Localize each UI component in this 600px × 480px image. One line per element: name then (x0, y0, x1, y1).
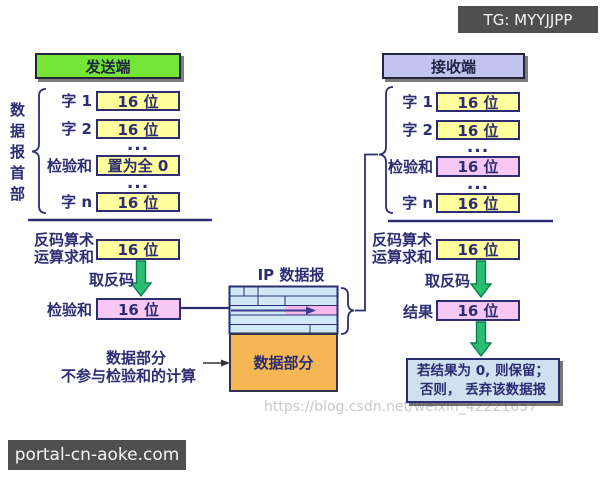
sender-checksum-row-box: 置为全 0 (96, 155, 180, 176)
receiver-dots-1: ... (466, 137, 490, 157)
sender-sum-label-line2: 运算求和 (33, 248, 94, 266)
sender-sum-box: 16 位 (96, 239, 180, 260)
receiver-word1-label: 字 1 (402, 93, 433, 111)
receiver-dots-2: ... (466, 174, 490, 194)
decision-line2: 否则， 丢弃该数据报 (419, 381, 547, 398)
ip-header-brace (340, 287, 355, 335)
sender-invert-label: 取反码 (88, 271, 134, 289)
sender-word1-box: 16 位 (96, 91, 180, 111)
receiver-sum-label-line1: 反码算术 (371, 231, 432, 249)
receiver-word2-box: 16 位 (436, 120, 520, 140)
data-note-line1: 数据部分 (105, 349, 166, 367)
sender-title: 发送端 (35, 53, 181, 79)
receiver-sum-label-line2: 运算求和 (371, 248, 432, 266)
receiver-word1-box: 16 位 (436, 92, 520, 112)
sender-checksum-row-label: 检验和 (46, 157, 92, 175)
receiver-invert-arrow (469, 260, 493, 299)
sender-wordn-label: 字 n (61, 193, 92, 211)
sender-word2-label: 字 2 (61, 120, 92, 138)
tg-badge: TG: MYYJJPP (458, 6, 598, 33)
sender-dots-2: ... (126, 173, 150, 193)
receiver-result-box: 16 位 (436, 300, 520, 321)
receiver-checksum-row-box: 16 位 (436, 156, 520, 177)
ip-data-section: 数据部分 (229, 333, 338, 392)
ip-checksum-cell (285, 306, 337, 315)
sender-checksum-box: 16 位 (96, 298, 181, 320)
receiver-word2-label: 字 2 (402, 121, 433, 139)
sender-sum-label-line1: 反码算术 (33, 231, 94, 249)
decision-box: 若结果为 0, 则保留； 否则， 丢弃该数据报 (406, 358, 560, 403)
receiver-result-label: 结果 (402, 303, 433, 321)
receiver-checksum-row-label: 检验和 (387, 158, 433, 176)
sender-wordn-box: 16 位 (96, 192, 180, 212)
ip-datagram-title: IP 数据报 (257, 266, 325, 284)
decision-line1: 若结果为 0, 则保留； (417, 362, 549, 379)
receiver-title: 接收端 (382, 53, 525, 79)
site-badge: portal-cn-aoke.com (8, 440, 186, 470)
receiver-wordn-label: 字 n (402, 194, 433, 212)
receiver-result-arrow (469, 321, 493, 358)
sender-side-label: 数据报首部 (9, 101, 25, 203)
sender-dots-1: ... (126, 135, 150, 155)
ip-header-grid (228, 285, 339, 335)
sender-checksum-label: 检验和 (46, 301, 92, 319)
checksum-cell-arrowhead (306, 306, 316, 315)
sender-word1-label: 字 1 (61, 92, 92, 110)
data-note-line2: 不参与检验和的计算 (60, 367, 196, 385)
url-watermark: https://blog.csdn.net/weixin_42221657 (264, 399, 538, 415)
receiver-invert-label: 取反码 (424, 272, 470, 290)
receiver-wordn-box: 16 位 (436, 193, 520, 213)
receiver-sum-box: 16 位 (436, 239, 520, 260)
sender-invert-arrow (129, 260, 153, 298)
sender-word2-box: 16 位 (96, 119, 180, 139)
